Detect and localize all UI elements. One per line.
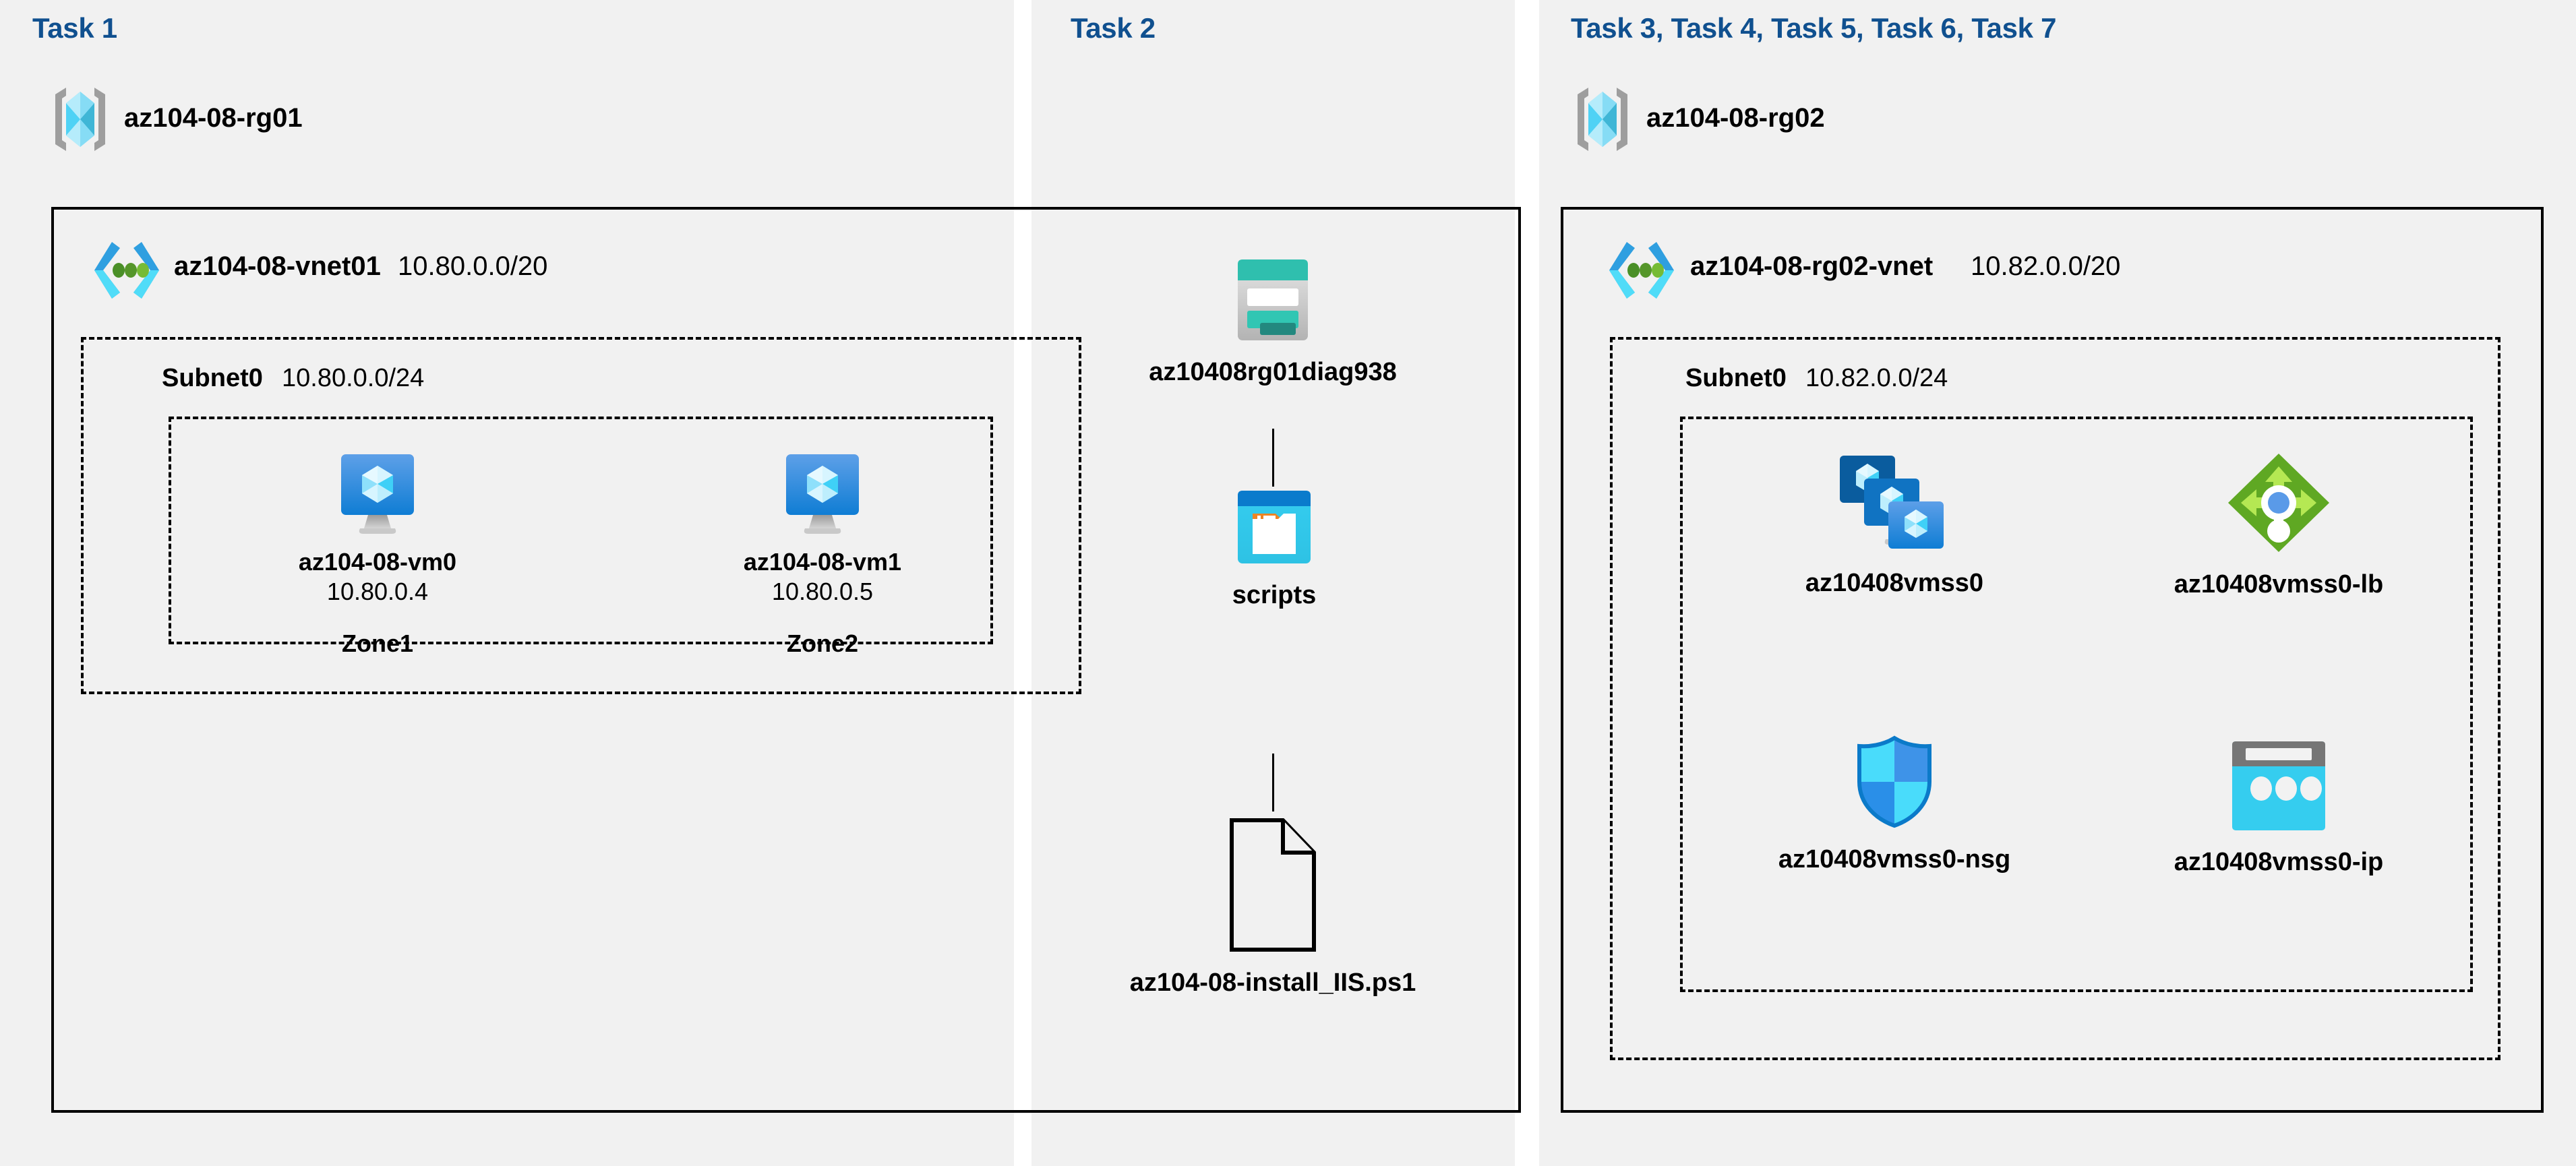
- file-name: az104-08-install_IIS.ps1: [1129, 969, 1416, 997]
- vm-scale-set-icon: [1739, 453, 2049, 553]
- vnet02-name: az104-08-rg02-vnet: [1690, 251, 1934, 281]
- public-ip-az10408vmss0-ip[interactable]: az10408vmss0-ip: [2117, 740, 2440, 878]
- panel-task2: [1031, 0, 1515, 1166]
- vm-az104-08-vm0[interactable]: az104-08-vm0 10.80.0.4 Zone1: [263, 453, 492, 658]
- task1-title: Task 1: [32, 12, 117, 44]
- subnet0-right-cidr: 10.82.0.0/24: [1805, 364, 1948, 392]
- panel-task3-7: [1539, 0, 2576, 1166]
- subnet0-left-cidr: 10.80.0.0/24: [282, 364, 425, 392]
- load-balancer-icon: [2110, 452, 2447, 554]
- vm1-name: az104-08-vm1: [743, 548, 902, 576]
- virtual-machine-icon: [708, 453, 937, 535]
- vnet01-boundary: [51, 207, 1521, 1113]
- availability-zones-boundary: [169, 417, 993, 644]
- subnet0-left-name: Subnet0: [162, 364, 263, 392]
- task2-title: Task 2: [1071, 12, 1156, 44]
- vnet01-name: az104-08-vnet01: [174, 251, 381, 281]
- blob-container-scripts[interactable]: scripts: [1112, 489, 1436, 611]
- resource-group-rg02-label: az104-08-rg02: [1646, 103, 1825, 133]
- connector-storage-to-container: [1272, 429, 1274, 487]
- storage-account-name: az10408rg01diag938: [1149, 358, 1397, 386]
- vmss-name: az10408vmss0: [1805, 569, 1984, 597]
- lb-name: az10408vmss0-lb: [2174, 570, 2384, 599]
- vm1-ip: 10.80.0.5: [771, 577, 874, 605]
- storage-account-az10408rg01diag938[interactable]: az10408rg01diag938: [1077, 258, 1468, 388]
- vmss-resources-boundary: [1680, 417, 2473, 992]
- vm0-name: az104-08-vm0: [298, 548, 457, 576]
- virtual-network-icon: [1608, 239, 1675, 301]
- resource-group-rg01-label: az104-08-rg01: [124, 103, 303, 133]
- virtual-machine-icon: [263, 453, 492, 535]
- storage-icon-stripe-dark: [1260, 323, 1296, 335]
- resource-group-icon: [1575, 86, 1630, 152]
- vnet01-cidr: 10.80.0.0/20: [398, 251, 548, 281]
- subnet0-left-boundary: [81, 337, 1081, 694]
- subnet0-right-name: Subnet0: [1685, 364, 1787, 392]
- public-ip-name: az10408vmss0-ip: [2174, 848, 2384, 876]
- vm-az104-08-vm1[interactable]: az104-08-vm1 10.80.0.5 Zone2: [708, 453, 937, 658]
- network-security-group-icon: [1733, 735, 2056, 829]
- public-ip-address-icon: [2117, 740, 2440, 832]
- file-az104-08-install-iis[interactable]: az104-08-install_IIS.ps1: [1064, 818, 1482, 998]
- subnet0-right-boundary: [1610, 337, 2500, 1060]
- task3-7-title: Task 3, Task 4, Task 5, Task 6, Task 7: [1571, 12, 2057, 44]
- network-security-group-az10408vmss0-nsg[interactable]: az10408vmss0-nsg: [1733, 735, 2056, 875]
- file-icon: [1064, 818, 1482, 952]
- nsg-name: az10408vmss0-nsg: [1778, 845, 2011, 873]
- vm1-zone: Zone2: [786, 629, 858, 657]
- resource-group-icon: [53, 86, 108, 152]
- vm-scale-set-az10408vmss0[interactable]: az10408vmss0: [1739, 453, 2049, 599]
- vnet02-cidr: 10.82.0.0/20: [1971, 251, 2121, 281]
- vnet02-boundary: [1561, 207, 2544, 1113]
- connector-container-to-file: [1272, 754, 1274, 811]
- load-balancer-az10408vmss0-lb[interactable]: az10408vmss0-lb: [2110, 452, 2447, 600]
- virtual-network-icon: [93, 239, 160, 301]
- blob-container-name: scripts: [1232, 581, 1317, 609]
- vm0-ip: 10.80.0.4: [326, 577, 429, 605]
- blob-container-icon: [1112, 489, 1436, 565]
- vm0-zone: Zone1: [341, 629, 413, 657]
